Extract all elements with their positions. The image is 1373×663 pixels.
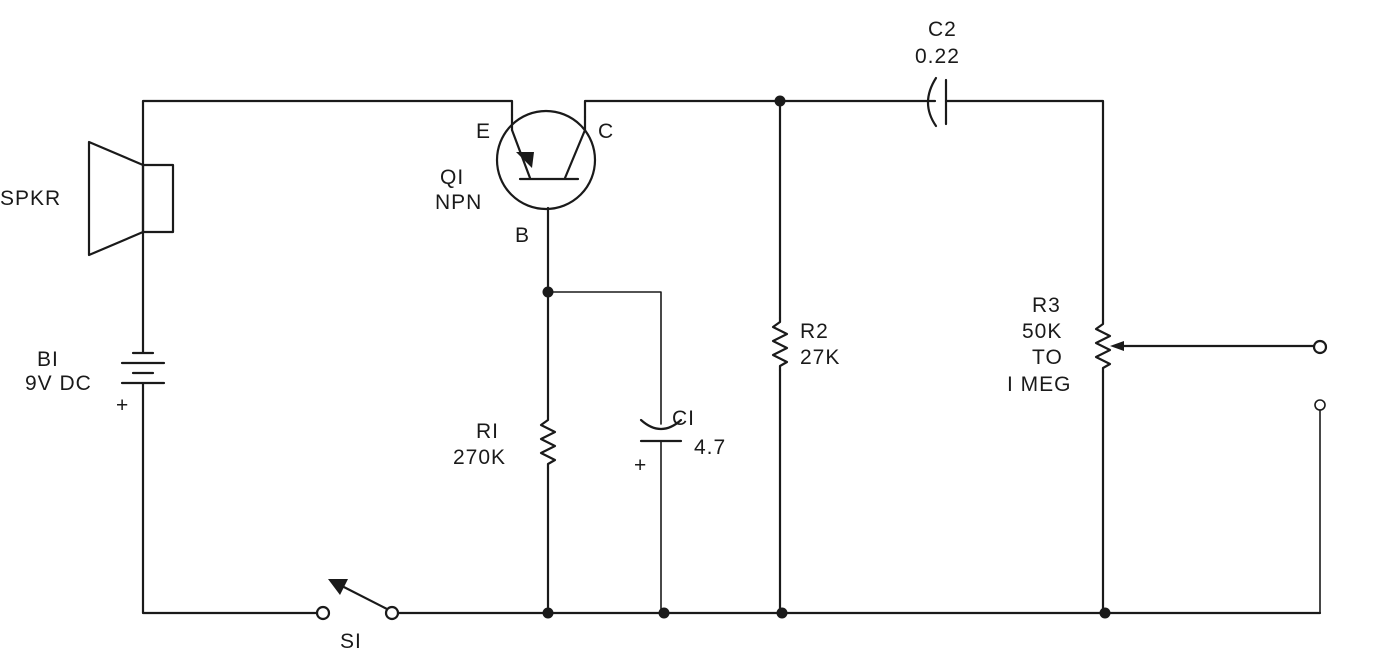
output-terminal-lower bbox=[1314, 399, 1326, 411]
wire-top-collector bbox=[583, 99, 937, 119]
battery-value-label: 9V DC bbox=[25, 372, 92, 395]
emitter-label: E bbox=[476, 120, 491, 143]
junction-dot bbox=[776, 607, 788, 619]
switch-ref-label: SI bbox=[340, 630, 362, 653]
junction-dot bbox=[542, 286, 554, 298]
battery-ref-label: BI bbox=[37, 348, 59, 371]
c2-ref-label: C2 bbox=[928, 18, 957, 41]
r1-ref-label: RI bbox=[476, 420, 499, 443]
junction-dot bbox=[1099, 607, 1111, 619]
r3-ref-label: R3 bbox=[1032, 294, 1061, 317]
wiper-arrow-icon bbox=[1110, 341, 1124, 351]
wire-top-right bbox=[944, 99, 1105, 322]
r2-value-label: 27K bbox=[800, 346, 840, 369]
output-terminal-upper bbox=[1312, 339, 1328, 355]
switch-symbol bbox=[315, 579, 400, 621]
transistor-ref-label: QI bbox=[440, 166, 464, 189]
base-label: B bbox=[515, 224, 530, 247]
capacitor-c1-symbol bbox=[639, 418, 683, 443]
c2-curved-plate bbox=[926, 76, 938, 128]
switch-blade bbox=[334, 581, 389, 611]
switch-terminal bbox=[315, 605, 331, 621]
resistor-r2-symbol bbox=[771, 316, 789, 372]
switch-terminal bbox=[384, 605, 400, 621]
transistor-collector-line bbox=[563, 128, 587, 180]
wire-c1-top bbox=[547, 291, 662, 425]
wires bbox=[141, 99, 1322, 615]
r3-value-line1: 50K bbox=[1022, 320, 1062, 343]
collector-label: C bbox=[598, 120, 614, 143]
wire-top-left bbox=[141, 99, 514, 167]
transistor-type-label: NPN bbox=[435, 191, 482, 214]
c1-polarity-label: + bbox=[634, 454, 647, 477]
transistor-envelope bbox=[495, 109, 597, 211]
c1-curved-plate bbox=[639, 418, 683, 431]
speaker-symbol bbox=[87, 140, 175, 257]
transistor-symbol bbox=[495, 109, 597, 211]
battery-polarity-label: + bbox=[116, 394, 129, 417]
capacitor-c2-symbol bbox=[926, 76, 948, 128]
c1-value-label: 4.7 bbox=[694, 436, 726, 459]
speaker-label: SPKR bbox=[0, 187, 61, 210]
emitter-arrow-icon bbox=[516, 152, 534, 168]
junction-dot bbox=[774, 95, 786, 107]
battery-symbol bbox=[120, 351, 166, 385]
c2-value-label: 0.22 bbox=[915, 45, 960, 68]
wire-battery-bottom bbox=[141, 382, 318, 615]
r3-value-line3: I MEG bbox=[1007, 373, 1072, 396]
resistor-r1-symbol bbox=[539, 414, 557, 470]
r3-value-line2: TO bbox=[1032, 346, 1063, 369]
speaker-cone bbox=[87, 140, 145, 257]
junction-dot bbox=[542, 607, 554, 619]
junction-dot bbox=[658, 607, 670, 619]
r2-ref-label: R2 bbox=[800, 320, 829, 343]
switch-arrow-icon bbox=[328, 579, 348, 595]
c1-ref-label: CI bbox=[672, 407, 695, 430]
r1-value-label: 270K bbox=[453, 446, 506, 469]
junctions bbox=[542, 95, 1111, 619]
speaker-magnet bbox=[141, 163, 175, 234]
potentiometer-r3-symbol bbox=[1094, 318, 1112, 374]
